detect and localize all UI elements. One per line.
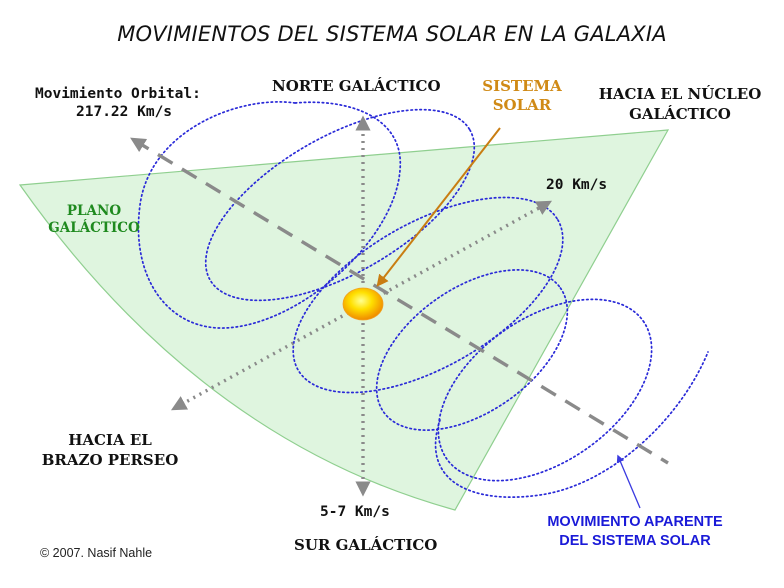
toward-nucleus-label-line2: GALÁCTICO (629, 105, 731, 123)
speed-20-label: 20 Km/s (546, 177, 608, 193)
solar-system-pointer-arrow (376, 127, 501, 287)
diagram-title: MOVIMIENTOS DEL SISTEMA SOLAR EN LA GALA… (117, 22, 667, 46)
solar-system-label-line1: SISTEMA (482, 77, 562, 95)
planar-axis-arrow (170, 200, 553, 411)
orbital-speed-label: 217.22 Km/s (76, 104, 173, 120)
galactic-north-label: NORTE GALÁCTICO (272, 77, 441, 95)
orbital-motion-label: Movimiento Orbital: (35, 86, 201, 102)
galactic-plane-label-line2: GALÁCTICO (48, 220, 140, 236)
toward-nucleus-label-line1: HACIA EL NÚCLEO (598, 85, 762, 103)
apparent-motion-label-line1: MOVIMIENTO APARENTE (547, 514, 723, 530)
sun-icon (342, 287, 384, 321)
vertical-speed-label: 5-7 Km/s (320, 504, 390, 520)
apparent-motion-label-line2: DEL SISTEMA SOLAR (559, 533, 711, 549)
orbital-motion-axis (130, 137, 669, 465)
copyright-credit: © 2007. Nasif Nahle (40, 546, 153, 560)
toward-perseus-label-line2: BRAZO PERSEO (41, 451, 179, 469)
galactic-plane-label-line1: PLANO (66, 203, 122, 219)
apparent-motion-pointer-arrow (616, 454, 641, 509)
galactic-south-label: SUR GALÁCTICO (294, 536, 438, 554)
solar-system-label-line2: SOLAR (492, 96, 552, 114)
toward-perseus-label-line1: HACIA EL (68, 431, 152, 449)
